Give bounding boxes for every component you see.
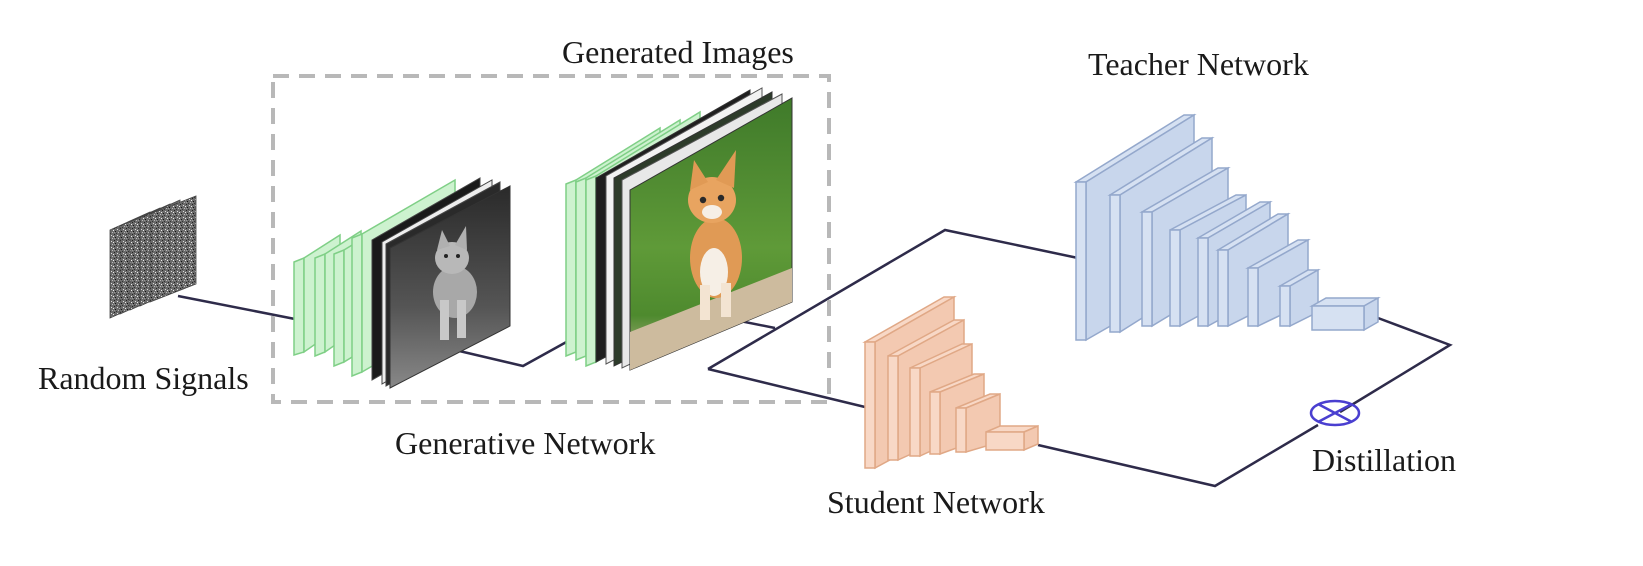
grayscale-image-stack xyxy=(371,177,511,389)
generative-network-label: Generative Network xyxy=(395,425,656,461)
teacher-network-blocks xyxy=(1073,113,1381,342)
connections xyxy=(177,228,1453,488)
generative-network-box xyxy=(271,74,831,404)
distillation-label: Distillation xyxy=(1312,442,1456,478)
line-branch-to-teacher xyxy=(707,228,1079,371)
color-kitten-image-icon xyxy=(629,97,793,371)
grayscale-kitten-image-icon xyxy=(389,185,511,389)
line-gray-to-color xyxy=(454,338,571,368)
student-network-blocks xyxy=(862,295,1039,470)
circle-x-icon xyxy=(1309,399,1361,427)
generated-images-label: Generated Images xyxy=(562,34,794,70)
student-network-label: Student Network xyxy=(827,484,1045,520)
teacher-network-label: Teacher Network xyxy=(1088,46,1309,82)
line-branch-to-student xyxy=(707,367,866,409)
color-image-stack xyxy=(595,87,793,371)
random-signals-label: Random Signals xyxy=(38,360,249,396)
line-teacher-to-distillation xyxy=(1339,316,1453,414)
random-noise-stack-icon xyxy=(109,195,197,319)
line-noise-to-generator xyxy=(177,294,301,322)
line-student-to-distillation xyxy=(1037,423,1319,488)
